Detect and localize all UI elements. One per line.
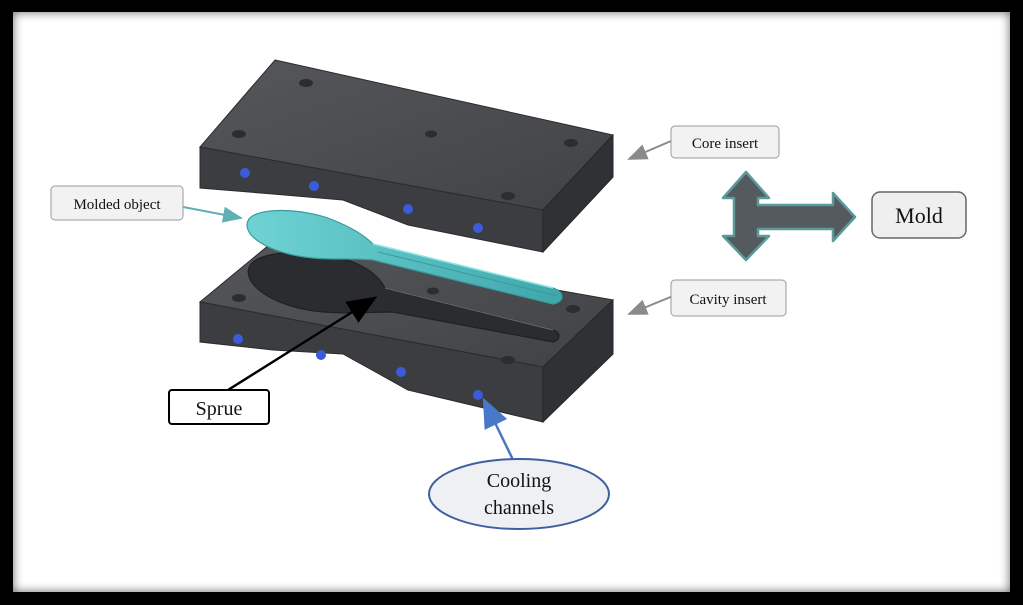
cooling-text-line2: channels	[484, 497, 554, 519]
cooling-hole	[233, 334, 243, 344]
mold-label: Mold	[871, 191, 967, 239]
core-insert-label: Core insert	[627, 125, 780, 160]
cooling-channels-label: Cooling channels	[428, 397, 610, 530]
core-insert-block	[199, 59, 614, 254]
mold-text: Mold	[895, 203, 943, 228]
cavity-insert-text: Cavity insert	[689, 292, 767, 308]
cooling-hole	[309, 181, 319, 191]
cooling-hole	[240, 168, 250, 178]
mold-direction-arrow-icon	[721, 170, 857, 262]
molded-object-spoon	[246, 209, 563, 305]
molded-object-label: Molded object	[50, 185, 243, 223]
diagram-canvas: Core insert Cavity insert Molded object …	[13, 12, 1010, 592]
cooling-hole	[403, 204, 413, 214]
cooling-hole	[473, 223, 483, 233]
cooling-hole	[316, 350, 326, 360]
sprue-text: Sprue	[196, 398, 243, 420]
sprue-label: Sprue	[168, 296, 378, 425]
cavity-insert-label: Cavity insert	[627, 279, 787, 317]
cooling-hole	[473, 390, 483, 400]
cooling-hole	[396, 367, 406, 377]
core-insert-text: Core insert	[692, 136, 759, 152]
cooling-text-line1: Cooling	[487, 470, 551, 492]
cavity-insert-block	[198, 239, 615, 424]
molded-object-text: Molded object	[73, 197, 161, 213]
mold-diagram: Core insert Cavity insert Molded object …	[50, 59, 967, 530]
